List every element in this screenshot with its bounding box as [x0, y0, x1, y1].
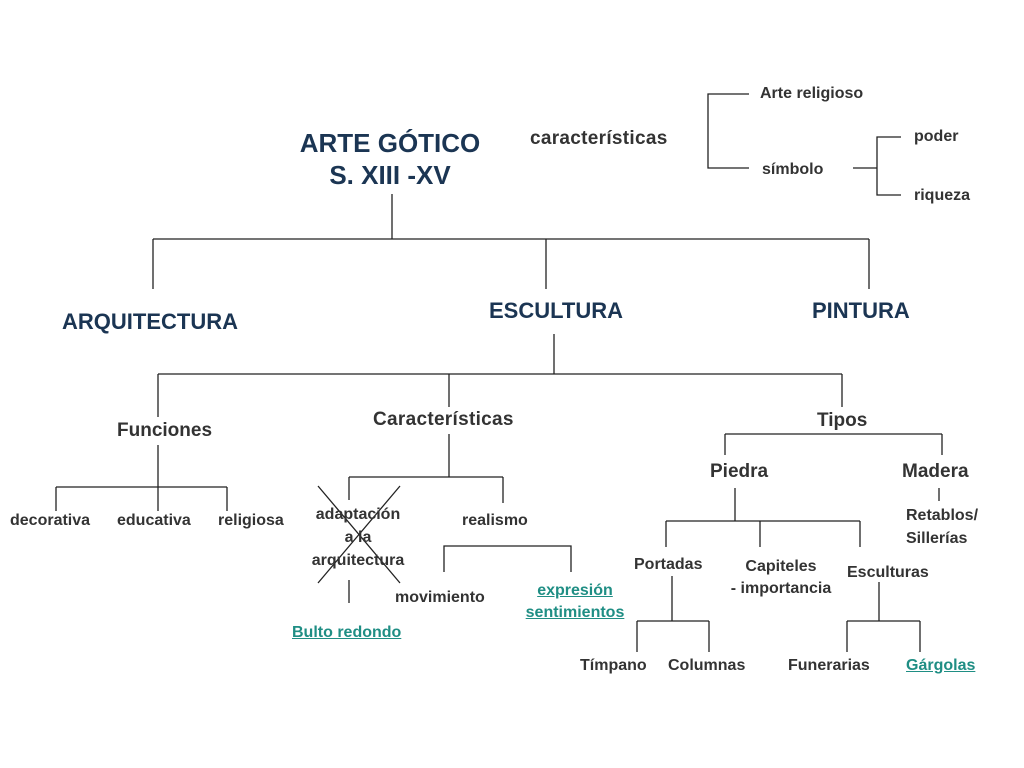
funcion-religiosa: religiosa [218, 512, 284, 529]
adaptacion-line-3: arquitectura [311, 552, 405, 569]
caracteristicas-escultura-label: Características [373, 409, 514, 430]
expresion-sentimientos-link[interactable]: expresión sentimientos [510, 580, 640, 624]
caracteristicas-label: características [530, 128, 668, 149]
esculturas-label: Esculturas [847, 564, 929, 581]
title-line-1: ARTE GÓTICO [299, 128, 481, 158]
movimiento-label: movimiento [395, 589, 485, 606]
funcion-decorativa: decorativa [10, 512, 91, 529]
arte-religioso-label: Arte religioso [760, 85, 864, 102]
realismo-label: realismo [462, 512, 528, 529]
gargolas-link[interactable]: Gárgolas [906, 657, 976, 674]
poder-label: poder [914, 128, 959, 145]
capiteles-line-1: Capiteles [745, 558, 817, 575]
expresion-line-1[interactable]: expresión [537, 582, 613, 599]
adaptacion-arquitectura: adaptación a la arquitectura [298, 503, 418, 572]
riqueza-label: riqueza [914, 187, 971, 204]
diagram-title: ARTE GÓTICO S. XIII -XV [287, 127, 493, 191]
timpano-label: Tímpano [580, 657, 647, 674]
retablos-sillerias: Retablos/ Sillerías [906, 504, 978, 550]
adaptacion-line-2: a la [344, 529, 372, 546]
funcion-educativa: educativa [117, 512, 191, 529]
funerarias-label: Funerarias [788, 657, 870, 674]
madera-label: Madera [902, 461, 969, 482]
funciones-label: Funciones [117, 420, 213, 441]
bulto-redondo-link[interactable]: Bulto redondo [292, 624, 402, 641]
portadas-label: Portadas [634, 556, 703, 573]
columnas-label: Columnas [668, 657, 746, 674]
arquitectura-heading: ARQUITECTURA [62, 309, 238, 334]
pintura-heading: PINTURA [812, 298, 910, 323]
title-line-2: S. XIII -XV [329, 160, 451, 190]
capiteles-importancia: Capiteles - importancia [712, 556, 850, 600]
piedra-label: Piedra [710, 461, 769, 482]
retablos-line-2: Sillerías [906, 530, 968, 547]
simbolo-label: símbolo [762, 161, 824, 178]
expresion-line-2[interactable]: sentimientos [525, 604, 625, 621]
retablos-line-1: Retablos/ [906, 507, 979, 524]
escultura-heading: ESCULTURA [489, 298, 624, 323]
adaptacion-line-1: adaptación [315, 506, 401, 523]
capiteles-line-2: - importancia [730, 580, 832, 597]
tipos-label: Tipos [817, 410, 868, 431]
